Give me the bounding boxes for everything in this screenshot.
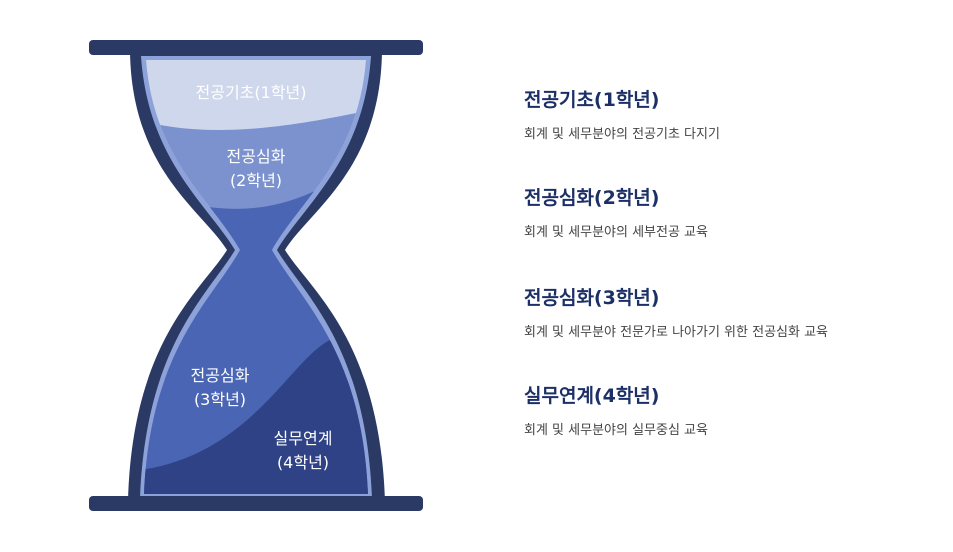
label-year1: 전공기초(1학년) (196, 83, 307, 102)
stage-title: 전공기초(1학년) (524, 89, 660, 111)
stage-item-year2: 전공심화(2학년) 회계 및 세무분야의 세부전공 교육 (524, 186, 944, 242)
label-year3-line1: 전공심화 (191, 366, 250, 385)
stage-title: 전공심화(3학년) (524, 287, 660, 309)
stage-description: 회계 및 세무분야의 실무중심 교육 (524, 423, 708, 438)
hourglass-top-cap (89, 40, 423, 55)
stage-description: 회계 및 세무분야의 세부전공 교육 (524, 225, 708, 240)
label-year4-line1: 실무연계 (274, 429, 333, 448)
label-year2-line1: 전공심화 (227, 147, 286, 166)
hourglass-bottom-cap (89, 496, 423, 511)
stage-description: 회계 및 세무분야 전문가로 나아가기 위한 전공심화 교육 (524, 325, 829, 340)
label-year3-line2: (3학년) (194, 390, 246, 409)
stage-item-year4: 실무연계(4학년) 회계 및 세무분야의 실무중심 교육 (524, 384, 944, 440)
layer-year4 (144, 330, 368, 494)
stage-title: 실무연계(4학년) (524, 385, 660, 407)
stage-title: 전공심화(2학년) (524, 187, 660, 209)
stage-item-year3: 전공심화(3학년) 회계 및 세무분야 전문가로 나아가기 위한 전공심화 교육 (524, 286, 944, 342)
stage-item-year1: 전공기초(1학년) 회계 및 세무분야의 전공기초 다지기 (524, 88, 944, 144)
label-year4-line2: (4학년) (277, 453, 329, 472)
stage-description: 회계 및 세무분야의 전공기초 다지기 (524, 127, 720, 142)
label-year2-line2: (2학년) (230, 171, 282, 190)
